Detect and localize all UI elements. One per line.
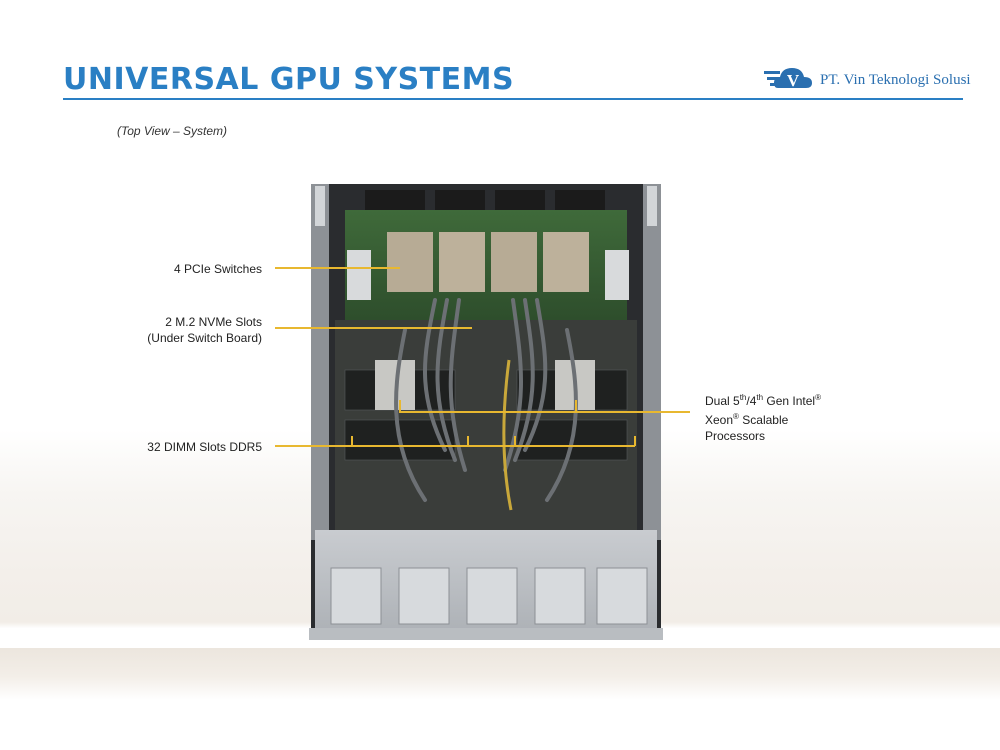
label-cpu-line2: Xeon® Scalable	[705, 409, 875, 428]
brand: V PT. Vin Teknologi Solusi	[762, 62, 992, 98]
label-nvme-line2: (Under Switch Board)	[147, 331, 262, 345]
rear-connectors	[365, 190, 605, 212]
brand-logo-letter: V	[787, 71, 800, 90]
label-cpu-line1: Dual 5th/4th Gen Intel®	[705, 390, 875, 409]
label-pcie-switches: 4 PCIe Switches	[173, 262, 262, 276]
cpu-text-sup: th	[756, 393, 764, 402]
title-underline	[63, 98, 963, 100]
label-dimm-slots: 32 DIMM Slots DDR5	[147, 440, 262, 454]
brand-name: PT. Vin Teknologi Solusi	[820, 72, 971, 88]
cpu-text-sup: th	[739, 393, 747, 402]
floor-band	[0, 648, 1000, 700]
cpu-text-sup: ®	[815, 393, 821, 402]
pcie-switch-heatsinks	[387, 232, 589, 292]
page-title: UNIVERSAL GPU SYSTEMS	[63, 62, 515, 97]
cpu-text-part: Scalable	[738, 413, 789, 427]
view-caption: (Top View – System)	[117, 124, 228, 138]
drive-bays	[330, 567, 648, 625]
cloud-v-logo-icon: V	[764, 68, 812, 90]
server-top-view-image	[309, 184, 663, 640]
label-nvme-slots: 2 M.2 NVMe Slots (Under Switch Board)	[100, 314, 262, 346]
label-processors: Dual 5th/4th Gen Intel® Xeon® Scalable P…	[705, 390, 875, 444]
label-nvme-line1: 2 M.2 NVMe Slots	[165, 315, 262, 329]
cpu-text-part: Gen Intel	[763, 394, 816, 408]
label-cpu-line3: Processors	[705, 429, 766, 443]
cpu-text-part: Xeon	[705, 413, 734, 427]
cpu-text-part: Dual 5	[705, 394, 740, 408]
cpu-text-part: /4	[746, 394, 757, 408]
cpu-text-sup: ®	[733, 412, 739, 421]
